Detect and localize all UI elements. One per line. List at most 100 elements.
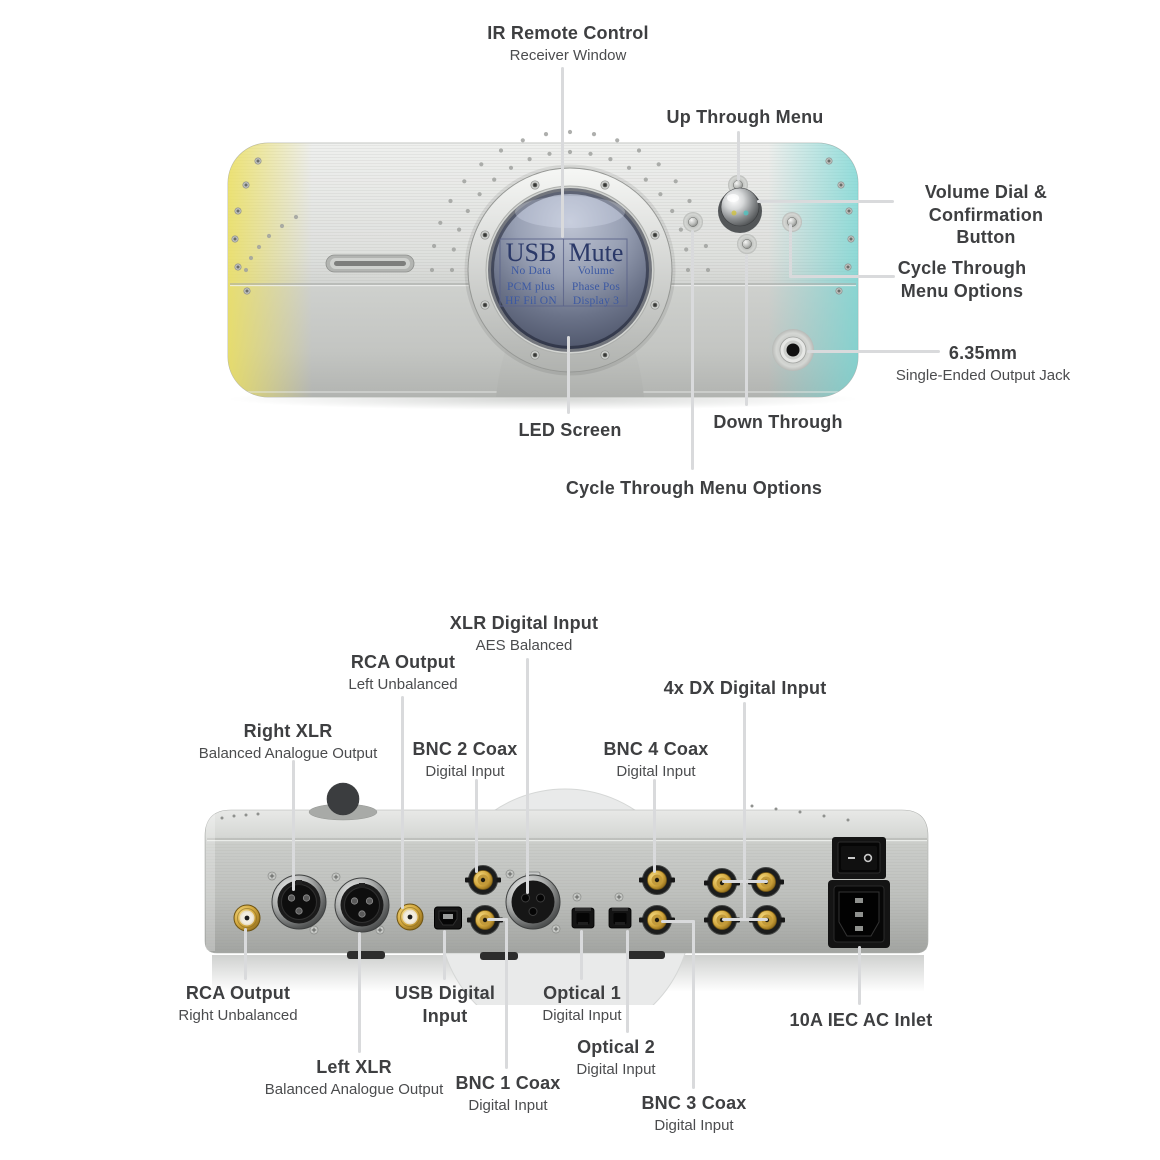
cycle-left-button [682, 211, 704, 233]
callout-line-volume-dial [757, 200, 894, 203]
callout-usb: USB Digital Input [395, 982, 495, 1027]
callout-title: RCA Output [185, 983, 291, 1003]
callout-title: Optical 2 [577, 1037, 655, 1057]
xlr-output-left [334, 877, 390, 933]
callout-title: USB Digital Input [394, 983, 496, 1026]
callout-line-ir-remote [561, 67, 564, 238]
screen-row: Volume [578, 265, 615, 277]
callout-subtitle: Right Unbalanced [178, 1006, 298, 1024]
callout-bnc2: BNC 2 Coax Digital Input [412, 738, 517, 781]
callout-title: 6.35mm [948, 343, 1018, 363]
callout-title: Down Through [713, 412, 843, 432]
callout-bnc3: BNC 3 Coax Digital Input [641, 1092, 746, 1135]
callout-line-up-menu [737, 131, 740, 181]
callout-line-bnc1-v [505, 918, 508, 1069]
callout-title: XLR Digital Input [449, 613, 599, 633]
callout-title: Up Through Menu [666, 107, 824, 127]
callout-left-xlr: Left XLR Balanced Analogue Output [265, 1056, 443, 1099]
rear-top-dots [220, 804, 850, 822]
power-rocker-switch [832, 837, 886, 879]
callout-title: Volume Dial & Confirmation Button [924, 182, 1048, 248]
callout-ir-remote: IR Remote Control Receiver Window [487, 22, 648, 65]
usb-input-port [434, 906, 462, 930]
menu-control-cluster [682, 174, 803, 255]
callout-subtitle: Digital Input [654, 1116, 734, 1134]
callout-dx: 4x DX Digital Input [664, 677, 827, 700]
callout-subtitle: Digital Input [425, 762, 505, 780]
callout-optical1: Optical 1 Digital Input [542, 982, 621, 1025]
callout-line-bnc2 [475, 779, 478, 873]
callout-title: Right XLR [243, 721, 333, 741]
callout-title: Left XLR [316, 1057, 392, 1077]
callout-bnc1: BNC 1 Coax Digital Input [455, 1072, 560, 1115]
front-panel-photo: USB Mute No Data PCM plus HF Fil ON Volu… [227, 129, 859, 410]
callout-rca-left: RCA Output Left Unbalanced [348, 651, 457, 694]
callout-led-screen: LED Screen [518, 419, 621, 442]
callout-subtitle: Digital Input [616, 762, 696, 780]
rear-volume-ball [308, 782, 378, 821]
volume-dial [720, 187, 760, 227]
callout-title: 10A IEC AC Inlet [789, 1010, 933, 1030]
iec-ac-inlet [828, 880, 890, 948]
callout-cycle-right: Cycle Through Menu Options [898, 257, 1027, 302]
callout-title: 4x DX Digital Input [663, 678, 827, 698]
screen-row: Phase Pos [572, 281, 620, 293]
callout-line-optical1 [580, 930, 583, 980]
callout-subtitle: Balanced Analogue Output [198, 744, 378, 762]
rear-feet [347, 951, 665, 960]
callout-line-dx-v [743, 702, 746, 919]
callout-line-right-xlr [292, 760, 295, 891]
callout-line-cycle-right-v [789, 224, 792, 278]
panel-decorative-dots [243, 129, 711, 273]
callout-subtitle: Digital Input [542, 1006, 622, 1024]
callout-line-dx-h2 [722, 918, 768, 921]
callout-iec: 10A IEC AC Inlet [790, 1009, 933, 1032]
led-screen-glass [491, 191, 649, 349]
screen-input-label: USB [506, 238, 557, 267]
callout-title: RCA Output [350, 652, 456, 672]
screen-row: PCM plus [507, 281, 555, 293]
down-menu-button [736, 233, 758, 255]
callout-line-cycle-bottom [691, 230, 694, 470]
callout-subtitle: Digital Input [576, 1060, 656, 1078]
screen-mute-label: Mute [569, 238, 624, 267]
callout-down-menu: Down Through [713, 411, 842, 434]
callout-line-bnc4 [653, 779, 656, 873]
callout-cycle-bottom: Cycle Through Menu Options [566, 477, 822, 500]
callout-line-iec [858, 946, 861, 1005]
callout-subtitle: Balanced Analogue Output [264, 1080, 444, 1098]
callout-line-optical2 [626, 930, 629, 1033]
callout-right-xlr: Right XLR Balanced Analogue Output [199, 720, 377, 763]
callout-line-led-screen [567, 336, 570, 414]
callout-title: BNC 1 Coax [455, 1073, 561, 1093]
optical1-input [571, 907, 595, 929]
callout-line-rca-right [244, 928, 247, 980]
cycle-right-button [781, 211, 803, 233]
callout-line-usb [443, 930, 446, 980]
callout-title: Optical 1 [543, 983, 621, 1003]
callout-line-bnc1-h [487, 918, 508, 921]
rca-output-right [233, 904, 261, 932]
callout-title: BNC 4 Coax [603, 739, 709, 759]
callout-line-bnc3-h [661, 920, 695, 923]
callout-title: Cycle Through Menu Options [565, 478, 823, 498]
callout-volume-dial: Volume Dial & Confirmation Button [899, 181, 1073, 249]
callout-title: BNC 3 Coax [641, 1093, 747, 1113]
callout-rca-right: RCA Output Right Unbalanced [178, 982, 297, 1025]
callout-line-dx-h1 [722, 880, 768, 883]
callout-line-rca-left [401, 696, 404, 909]
callout-subtitle: AES Balanced [475, 636, 573, 654]
callout-line-bnc3-v [692, 920, 695, 1089]
callout-title: LED Screen [518, 420, 622, 440]
callout-line-jack [807, 350, 940, 353]
callout-subtitle: Receiver Window [509, 46, 627, 64]
front-slot [325, 254, 415, 273]
xlr-output-right [271, 874, 327, 930]
callout-title: BNC 2 Coax [412, 739, 518, 759]
callout-subtitle: Single-Ended Output Jack [895, 366, 1071, 384]
callout-optical2: Optical 2 Digital Input [576, 1036, 655, 1079]
callout-xlr-digital: XLR Digital Input AES Balanced [450, 612, 598, 655]
screen-row: No Data [511, 265, 551, 277]
callout-title: IR Remote Control [487, 23, 649, 43]
